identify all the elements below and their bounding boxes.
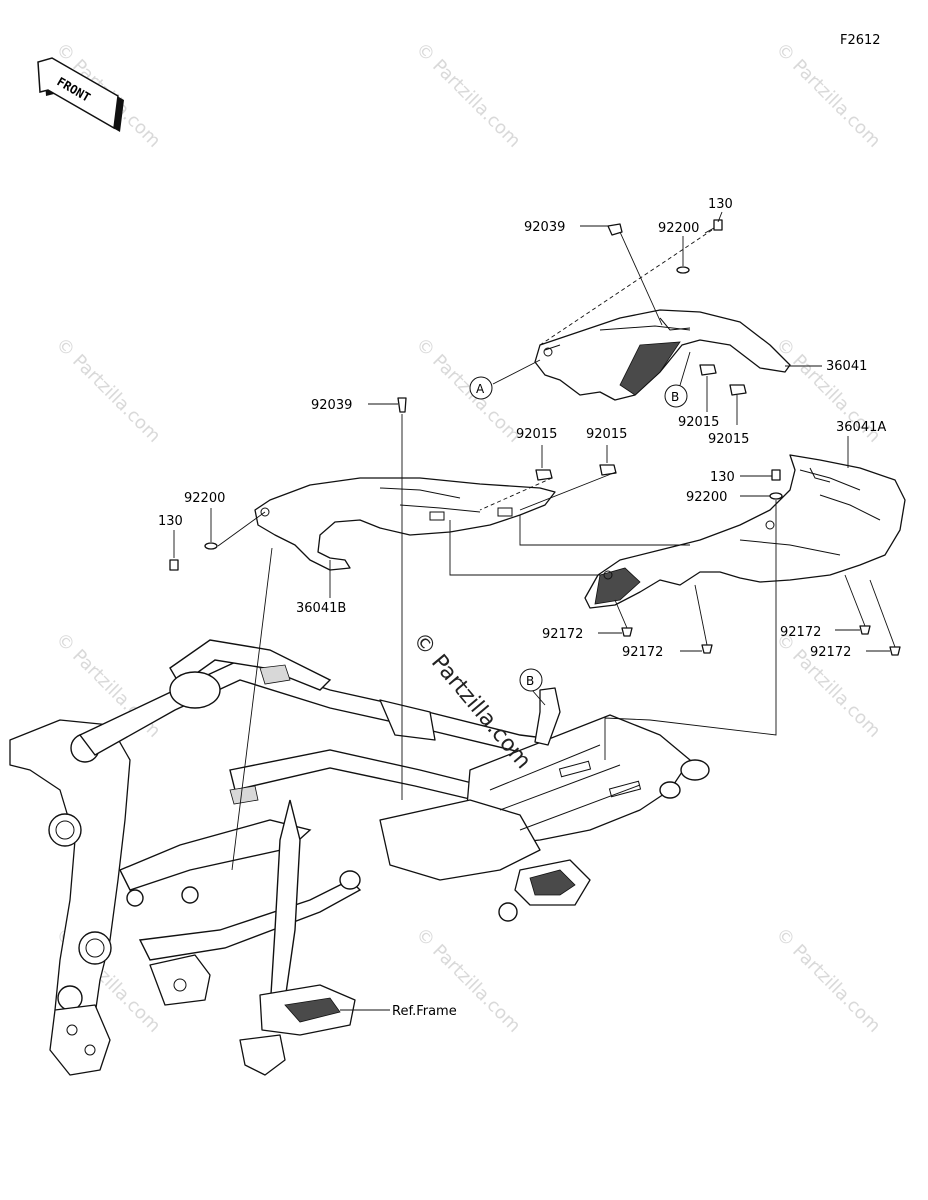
label-36041: 36041 xyxy=(826,359,867,374)
part-36041-cover xyxy=(534,309,791,401)
frame-assembly xyxy=(9,639,710,1076)
label-130: 130 xyxy=(158,514,183,529)
label-92172: 92172 xyxy=(810,645,851,660)
label-92039: 92039 xyxy=(524,220,565,235)
callout-b-letter: B xyxy=(671,390,679,404)
label-ref-frame: Ref.Frame xyxy=(392,1004,457,1019)
label-92172: 92172 xyxy=(780,625,821,640)
label-92015: 92015 xyxy=(586,427,627,442)
label-130: 130 xyxy=(710,470,735,485)
label-130: 130 xyxy=(708,197,733,212)
label-92200: 92200 xyxy=(184,491,225,506)
label-36041A: 36041A xyxy=(836,420,886,435)
callout-b-letter: B xyxy=(526,674,534,688)
callout-a-letter: A xyxy=(476,382,485,396)
label-92172: 92172 xyxy=(622,645,663,660)
watermark: © Partzilla.com xyxy=(771,39,884,152)
label-92039: 92039 xyxy=(311,398,352,413)
label-92015: 92015 xyxy=(516,427,557,442)
part-labels: 130 92200 92039 36041 92015 92015 92039 … xyxy=(158,197,886,1019)
part-36041A-cover xyxy=(584,454,906,609)
label-92015: 92015 xyxy=(708,432,749,447)
label-92200: 92200 xyxy=(658,221,699,236)
front-arrow-icon: FRONT xyxy=(37,57,124,132)
label-92200: 92200 xyxy=(686,490,727,505)
watermark: © Partzilla.com xyxy=(51,334,164,447)
watermark: © Partzilla.com xyxy=(771,924,884,1037)
label-36041B: 36041B xyxy=(296,601,346,616)
callout-b-upper: B xyxy=(664,384,688,408)
watermark: © Partzilla.com xyxy=(411,334,524,447)
leader-lines xyxy=(173,211,896,1011)
label-92015: 92015 xyxy=(678,415,719,430)
label-92172: 92172 xyxy=(542,627,583,642)
fasteners xyxy=(169,219,901,656)
watermark-main: © Partzilla.com xyxy=(407,628,535,774)
watermark: © Partzilla.com xyxy=(411,39,524,152)
callout-b-lower: B xyxy=(519,668,543,692)
figure-code: F2612 xyxy=(840,33,881,48)
clip-92015 xyxy=(535,364,747,481)
part-36041B-cover xyxy=(254,477,556,571)
watermark: © Partzilla.com xyxy=(411,924,524,1037)
callout-a: A xyxy=(469,376,493,400)
